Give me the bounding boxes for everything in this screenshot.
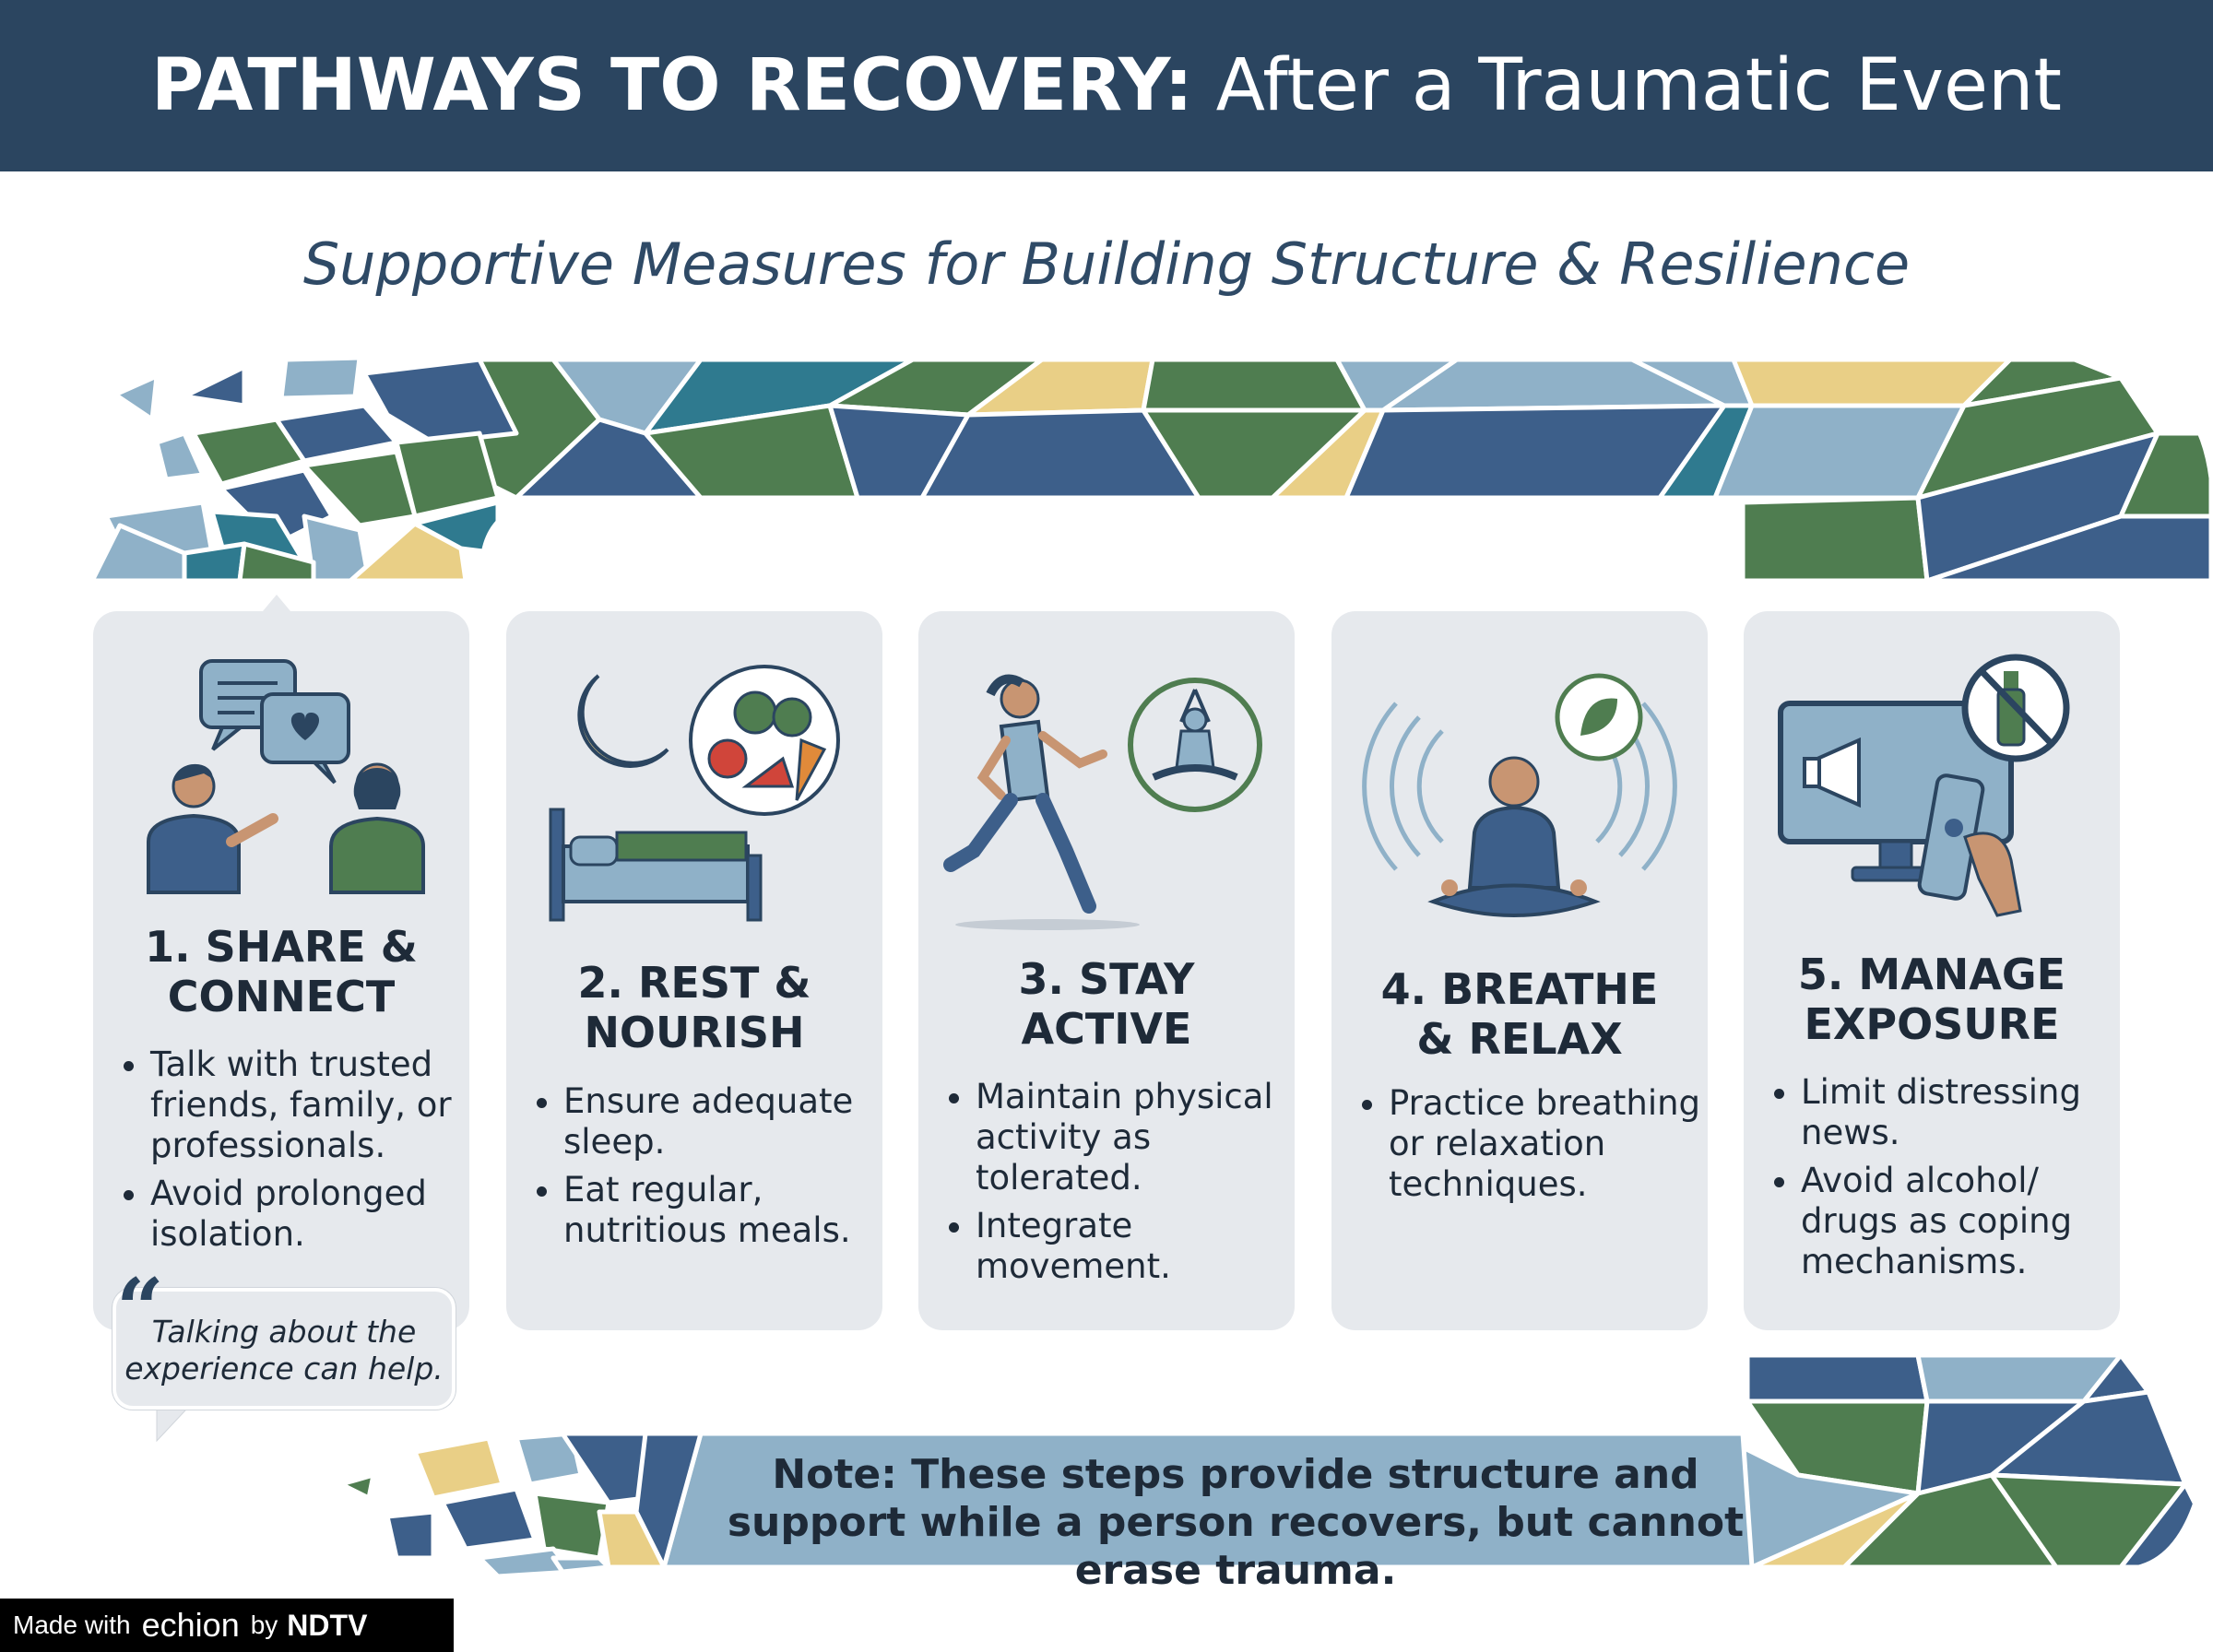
card4-title-line2: & RELAX (1416, 1014, 1623, 1064)
title-bold: PATHWAYS TO RECOVERY: (151, 44, 1193, 127)
card2-bullet-1: Ensure adequate sleep. (563, 1081, 905, 1162)
badge-made-with: Made with (13, 1611, 131, 1639)
card1-title-line1: 1. SHARE & (145, 922, 418, 972)
screen-and-no-alcohol-icon (1778, 654, 2070, 917)
sleep-and-food-icon (549, 665, 840, 922)
card5-bullets: Limit distressing news. Avoid alcohol/ d… (1771, 1072, 2142, 1290)
card1-bullets: Talk with trusted friends, family, or pr… (121, 1044, 491, 1262)
card5-title-line2: EXPOSURE (1804, 999, 2060, 1049)
card1-title-line2: CONNECT (167, 972, 396, 1021)
quote-text: Talking about the experience can help. (124, 1314, 444, 1386)
card4-bullets: Practice breathing or relaxation techniq… (1359, 1083, 1730, 1212)
card3-bullets: Maintain physical activity as tolerated.… (946, 1077, 1317, 1294)
card1-bullet-1: Talk with trusted friends, family, or pr… (150, 1044, 491, 1166)
badge-by: by (250, 1611, 278, 1639)
card2-title-line2: NOURISH (584, 1008, 805, 1057)
card4-bullet-1: Practice breathing or relaxation techniq… (1389, 1083, 1730, 1205)
card3-bullet-1: Maintain physical activity as tolerated. (976, 1077, 1317, 1198)
quote-bubble: “ Talking about the experience can help. (112, 1260, 456, 1410)
card-breathe-relax: 4. BREATHE& RELAX Practice breathing or … (1331, 611, 1708, 1330)
card5-bullet-1: Limit distressing news. (1801, 1072, 2142, 1153)
card3-bullet-2: Integrate movement. (976, 1206, 1317, 1287)
runner-and-yoga-icon (943, 674, 1262, 930)
card2-bullet-2: Eat regular, nutritious meals. (563, 1170, 905, 1251)
subtitle: Supportive Measures for Building Structu… (302, 230, 1911, 298)
card5-title-line1: 5. MANAGE (1797, 950, 2066, 999)
card-rest-nourish: 2. REST &NOURISH Ensure adequate sleep. … (506, 611, 882, 1330)
card1-bullet-2: Avoid prolonged isolation. (150, 1174, 491, 1255)
card3-title-line2: ACTIVE (1021, 1004, 1192, 1054)
card2-bullets: Ensure adequate sleep. Eat regular, nutr… (534, 1081, 905, 1258)
meditation-icon (1362, 673, 1677, 917)
card5-bullet-2: Avoid alcohol/ drugs as coping mechanism… (1801, 1161, 2142, 1282)
card4-title-line1: 4. BREATHE (1380, 964, 1659, 1014)
badge-ndtv-logo: NDTV (287, 1608, 368, 1642)
conversation-icon (147, 659, 425, 894)
quote-mark-icon: “ (116, 1260, 164, 1358)
card2-title-line1: 2. REST & (577, 958, 811, 1008)
made-with-badge: Made with echion by NDTV (0, 1599, 454, 1652)
card-share-connect: 1. SHARE &CONNECT Talk with trusted frie… (93, 611, 469, 1330)
card3-title-line1: 3. STAY (1018, 954, 1195, 1004)
badge-echion-logo: echion (141, 1606, 240, 1644)
page-title: PATHWAYS TO RECOVERY: After a Traumatic … (151, 44, 2062, 127)
title-rest: After a Traumatic Event (1215, 44, 2062, 127)
note-text: Note: These steps provide structure and … (727, 1451, 1745, 1594)
header-banner: PATHWAYS TO RECOVERY: After a Traumatic … (0, 0, 2213, 171)
